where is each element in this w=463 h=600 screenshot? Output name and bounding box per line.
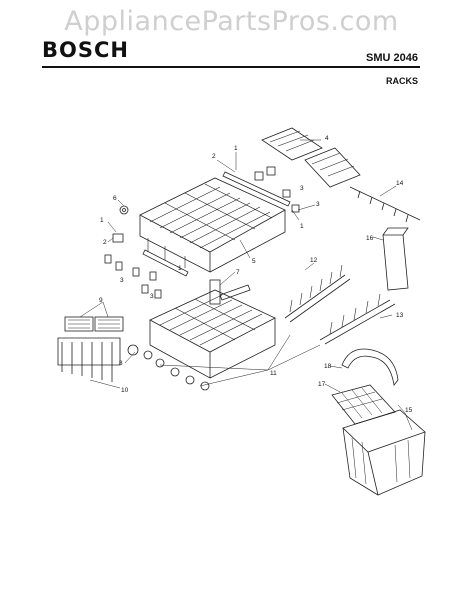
callout-10: 10 [121, 387, 129, 394]
callout-8: 8 [119, 360, 123, 367]
tine-row [349, 186, 421, 223]
callout-2: 2 [103, 239, 107, 246]
upper-rail-rear [222, 171, 291, 207]
callout-11: 11 [270, 370, 277, 377]
callout-9: 9 [99, 297, 103, 304]
callout-15: 15 [405, 407, 413, 414]
callout-6: 6 [113, 195, 117, 202]
cutlery-basket [342, 409, 426, 496]
upper-clips [104, 166, 300, 299]
model-number: SMU 2046 [366, 52, 418, 64]
header-rule [42, 66, 420, 68]
spray-arm [209, 279, 251, 305]
lower-wheels [127, 344, 210, 391]
callout-1: 1 [234, 145, 238, 152]
leader-lines [79, 139, 413, 431]
callout-14: 14 [396, 180, 404, 187]
brand-logo: BOSCH [42, 38, 129, 62]
callout-4: 4 [325, 135, 329, 142]
callout-3: 3 [150, 293, 154, 300]
upper-rail-front [142, 249, 189, 277]
callout-1: 1 [178, 265, 182, 272]
cup-shelves [261, 127, 361, 188]
callout-3: 3 [316, 201, 320, 208]
small-item-holder [57, 316, 124, 382]
callout-3: 3 [300, 185, 304, 192]
callout-18: 18 [324, 363, 332, 370]
callout-7: 7 [236, 269, 240, 276]
fan-tube [382, 227, 409, 291]
callout-1: 1 [300, 223, 304, 230]
callout-3: 3 [120, 277, 124, 284]
callout-12: 12 [310, 257, 318, 264]
callout-17: 17 [318, 381, 326, 388]
callout-2: 2 [212, 153, 216, 160]
section-title: RACKS [385, 76, 418, 86]
tine-inserts [284, 264, 396, 345]
callout-16: 16 [366, 235, 374, 242]
callout-5: 5 [252, 258, 256, 265]
lower-rack [149, 289, 276, 379]
callout-1: 1 [100, 217, 104, 224]
watermark: AppliancePartsPros.com [64, 6, 399, 37]
callout-13: 13 [396, 312, 404, 319]
basket-cover [331, 384, 396, 425]
basket-handle [341, 348, 399, 386]
callout-numbers: 1 1 1 1 2 2 3 3 3 3 4 5 6 7 8 9 10 11 12… [99, 135, 413, 414]
upper-rack [139, 177, 286, 273]
